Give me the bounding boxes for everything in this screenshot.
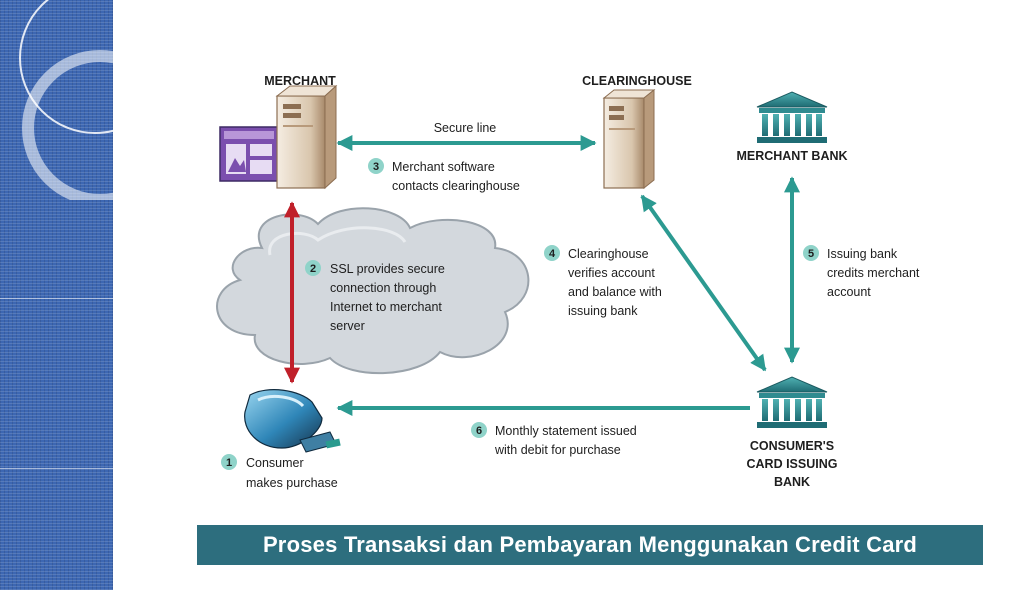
step-1: 1 Consumer makes purchase	[221, 454, 338, 490]
consumer-bank-label-line: CARD ISSUING	[747, 457, 838, 471]
step-text: Merchant software	[392, 160, 495, 174]
step-text: Consumer	[246, 456, 304, 470]
merchant-bank-icon	[756, 91, 828, 143]
strip-divider	[0, 468, 113, 469]
step-number: 6	[476, 425, 482, 437]
step-text: verifies account	[568, 266, 655, 280]
consumer-computer-icon	[244, 389, 341, 453]
step-5: 5 Issuing bank credits merchant account	[803, 245, 920, 299]
step-text: account	[827, 285, 871, 299]
step-text: server	[330, 319, 365, 333]
step-number: 1	[226, 457, 232, 469]
storefront-icon	[219, 126, 279, 182]
consumer-bank-label-line: CONSUMER'S	[750, 439, 834, 453]
step-4: 4 Clearinghouse verifies account and bal…	[544, 245, 662, 318]
clearinghouse-server-icon	[602, 88, 656, 190]
side-strip	[0, 0, 113, 590]
step-text: contacts clearinghouse	[392, 179, 520, 193]
step-badge	[544, 245, 560, 261]
secure-line-label: Secure line	[434, 121, 497, 135]
step-number: 2	[310, 263, 316, 275]
decorative-rings	[19, 0, 113, 200]
verify-arrow	[640, 194, 767, 372]
merchant-label: MERCHANT	[264, 74, 336, 88]
strip-divider	[0, 298, 113, 299]
consumer-bank-icon	[756, 376, 828, 428]
clearinghouse-label: CLEARINGHOUSE	[582, 74, 692, 88]
merchant-bank-label: MERCHANT BANK	[736, 149, 847, 163]
step-text: Issuing bank	[827, 247, 898, 261]
step-number: 4	[549, 248, 556, 260]
step-text: SSL provides secure	[330, 262, 445, 276]
step-text: with debit for purchase	[494, 443, 621, 457]
step-text: and balance with	[568, 285, 662, 299]
step-number: 3	[373, 161, 379, 173]
consumer-bank-label-line: BANK	[774, 475, 810, 489]
step-text: credits merchant	[827, 266, 920, 280]
step-badge	[305, 260, 321, 276]
step-badge	[471, 422, 487, 438]
step-badge	[221, 454, 237, 470]
step-text: Internet to merchant	[330, 300, 442, 314]
step-text: issuing bank	[568, 304, 638, 318]
step-2: 2 SSL provides secure connection through…	[305, 260, 445, 333]
step-badge	[803, 245, 819, 261]
step-text: Clearinghouse	[568, 247, 649, 261]
step-text: makes purchase	[246, 476, 338, 490]
step-badge	[368, 158, 384, 174]
step-3: 3 Merchant software contacts clearinghou…	[368, 158, 520, 193]
step-text: connection through	[330, 281, 436, 295]
merchant-server-icon	[275, 84, 338, 190]
step-6: 6 Monthly statement issued with debit fo…	[471, 422, 637, 457]
step-number: 5	[808, 248, 814, 260]
step-text: Monthly statement issued	[495, 424, 637, 438]
caption-banner: Proses Transaksi dan Pembayaran Mengguna…	[197, 525, 983, 565]
